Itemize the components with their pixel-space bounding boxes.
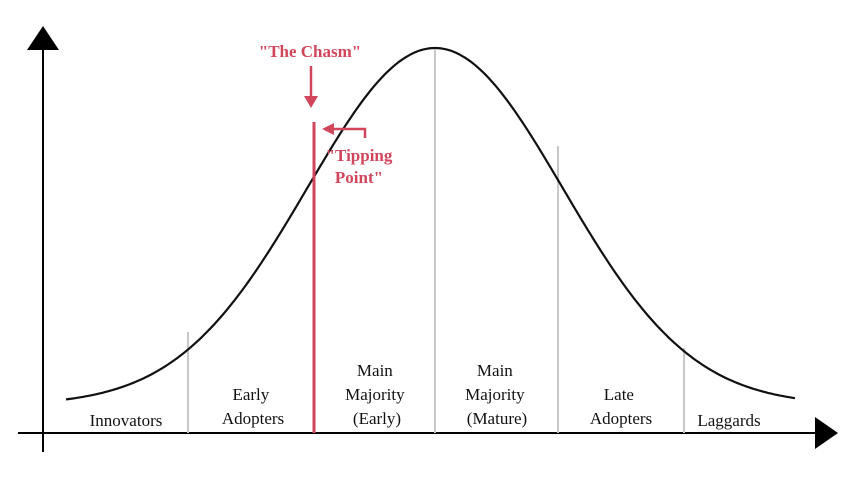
tipping-arrow (332, 127, 367, 138)
y-axis-arrowhead (27, 26, 59, 50)
tipping-point-label-line1: "Tipping (326, 146, 393, 165)
chasm-label: "The Chasm" (259, 42, 361, 61)
tipping-point-label-line2: Point" (335, 168, 383, 187)
segment-main-majority-mature-label: Main Majority (Mature) (465, 361, 529, 428)
bell-curve (65, 46, 796, 401)
segment-innovators-label: Innovators (90, 411, 163, 430)
x-axis-arrowhead (815, 417, 838, 449)
segment-laggards-label: Laggards (697, 411, 760, 430)
segment-late-adopters-label: Late Adopters (590, 385, 652, 428)
tipping-arrow-head (322, 123, 334, 135)
chasm-arrow-head (304, 96, 318, 108)
segment-main-majority-early-label: Main Majority (Early) (345, 361, 409, 428)
segment-early-adopters-label: Early Adopters (222, 385, 284, 428)
